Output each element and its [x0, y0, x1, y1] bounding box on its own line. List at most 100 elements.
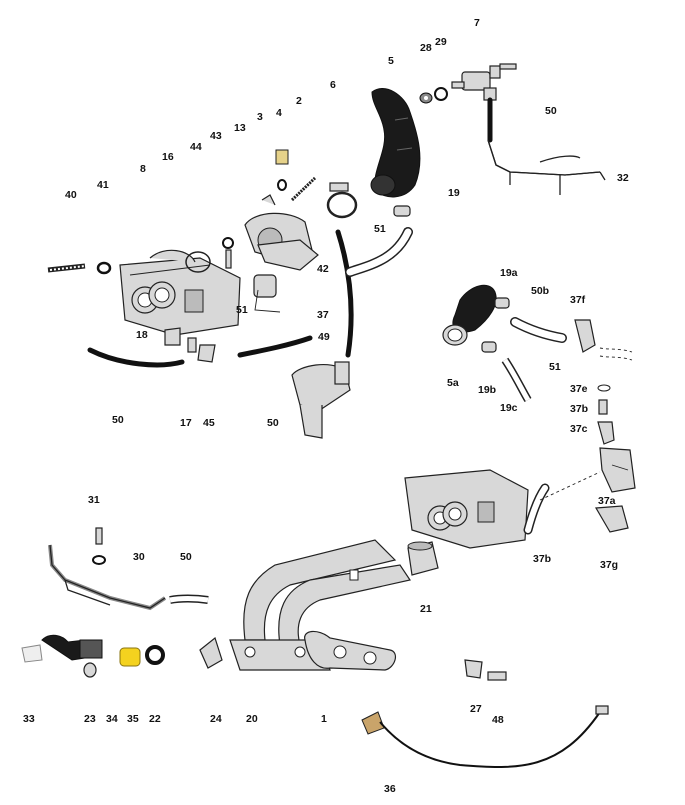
label-8: 8 — [140, 163, 146, 175]
manifold-20 — [229, 539, 411, 671]
label-37b-lower: 37b — [533, 553, 551, 565]
bushing-35 — [119, 647, 141, 667]
label-5a: 5a — [447, 377, 459, 389]
label-31: 31 — [88, 494, 100, 506]
label-17: 17 — [180, 417, 192, 429]
washer-29 — [434, 87, 448, 101]
clamp-27 — [464, 659, 483, 679]
label-50b: 50b — [531, 285, 549, 297]
label-22: 22 — [149, 713, 161, 725]
hose-19c — [501, 357, 532, 403]
sensor-34 — [41, 634, 103, 661]
connector-19 — [393, 205, 411, 217]
ring-22 — [145, 645, 165, 665]
heat-exchanger-right — [404, 469, 529, 549]
label-18: 18 — [136, 329, 148, 341]
hose-50b — [510, 317, 567, 343]
clamp-6 — [326, 182, 358, 219]
label-24: 24 — [210, 713, 222, 725]
label-7: 7 — [474, 17, 480, 29]
label-13: 13 — [234, 122, 246, 134]
label-43: 43 — [210, 130, 222, 142]
label-30: 30 — [133, 551, 145, 563]
label-27: 27 — [470, 703, 482, 715]
label-28: 28 — [420, 42, 432, 54]
dash-link-37a — [539, 471, 601, 501]
clamp-16 — [185, 251, 211, 273]
elbow-49 — [291, 361, 351, 439]
cover-42 — [257, 239, 319, 271]
fitting-37f — [574, 319, 633, 361]
label-40: 40 — [65, 189, 77, 201]
label-2: 2 — [296, 95, 302, 107]
hose-50-lower — [169, 594, 209, 604]
spring-2 — [290, 176, 317, 202]
label-49: 49 — [318, 331, 330, 343]
label-44: 44 — [190, 141, 202, 153]
connector-19b — [481, 341, 497, 353]
clip-23 — [83, 662, 97, 678]
hose-51-center — [345, 227, 413, 277]
label-29: 29 — [435, 36, 447, 48]
label-37b: 37b — [570, 403, 588, 415]
label-3: 3 — [257, 111, 263, 123]
washer-28 — [419, 92, 433, 104]
label-50-mid: 50 — [267, 417, 279, 429]
intake-hose-5 — [370, 88, 421, 198]
screw-48 — [487, 671, 507, 681]
label-50-left: 50 — [112, 414, 124, 426]
heat-exchanger-8 — [119, 249, 241, 336]
label-23: 23 — [84, 713, 96, 725]
label-6: 6 — [330, 79, 336, 91]
label-51-right: 51 — [549, 361, 561, 373]
bracket-37g — [594, 505, 629, 533]
label-48: 48 — [492, 714, 504, 726]
bolt-3 — [277, 179, 287, 191]
small-parts-17-18-45 — [164, 327, 216, 363]
label-21: 21 — [420, 603, 432, 615]
label-19b: 19b — [478, 384, 496, 396]
hoses-50-center — [87, 229, 354, 368]
label-37: 37 — [317, 309, 329, 321]
bolt-43 — [222, 237, 234, 249]
label-51-center: 51 — [236, 304, 248, 316]
label-19: 19 — [448, 187, 460, 199]
label-19c: 19c — [500, 402, 518, 414]
pipe-30 — [48, 544, 167, 611]
label-19a: 19a — [500, 267, 518, 279]
label-41: 41 — [97, 179, 109, 191]
label-45: 45 — [203, 417, 215, 429]
label-32: 32 — [617, 172, 629, 184]
label-42: 42 — [317, 263, 329, 275]
valve-51-center — [253, 274, 281, 313]
connector-19a — [494, 297, 510, 309]
label-1: 1 — [321, 713, 327, 725]
label-37c: 37c — [570, 423, 588, 435]
label-37e: 37e — [570, 383, 588, 395]
label-33: 33 — [23, 713, 35, 725]
valve-7 — [451, 63, 517, 101]
label-50-lower: 50 — [180, 551, 192, 563]
valve-37a — [599, 447, 636, 493]
hose-5a — [442, 284, 497, 346]
label-34: 34 — [106, 713, 118, 725]
label-50-top: 50 — [545, 105, 557, 117]
pipe-32 — [487, 139, 606, 195]
label-35: 35 — [127, 713, 139, 725]
bracket-24 — [199, 636, 223, 669]
label-20: 20 — [246, 713, 258, 725]
bolt-44 — [225, 249, 232, 269]
hose-37b-right — [523, 483, 550, 535]
sleeve-21 — [407, 541, 439, 576]
label-37a: 37a — [598, 495, 616, 507]
plug-4 — [275, 149, 289, 165]
gasket-1 — [304, 630, 397, 671]
label-37g: 37g — [600, 559, 618, 571]
label-37f: 37f — [570, 294, 586, 306]
label-4: 4 — [276, 107, 282, 119]
label-51-hose: 51 — [374, 223, 386, 235]
cap-33 — [21, 644, 43, 663]
sleeve-37b — [598, 399, 608, 415]
cable-36 — [361, 705, 609, 769]
